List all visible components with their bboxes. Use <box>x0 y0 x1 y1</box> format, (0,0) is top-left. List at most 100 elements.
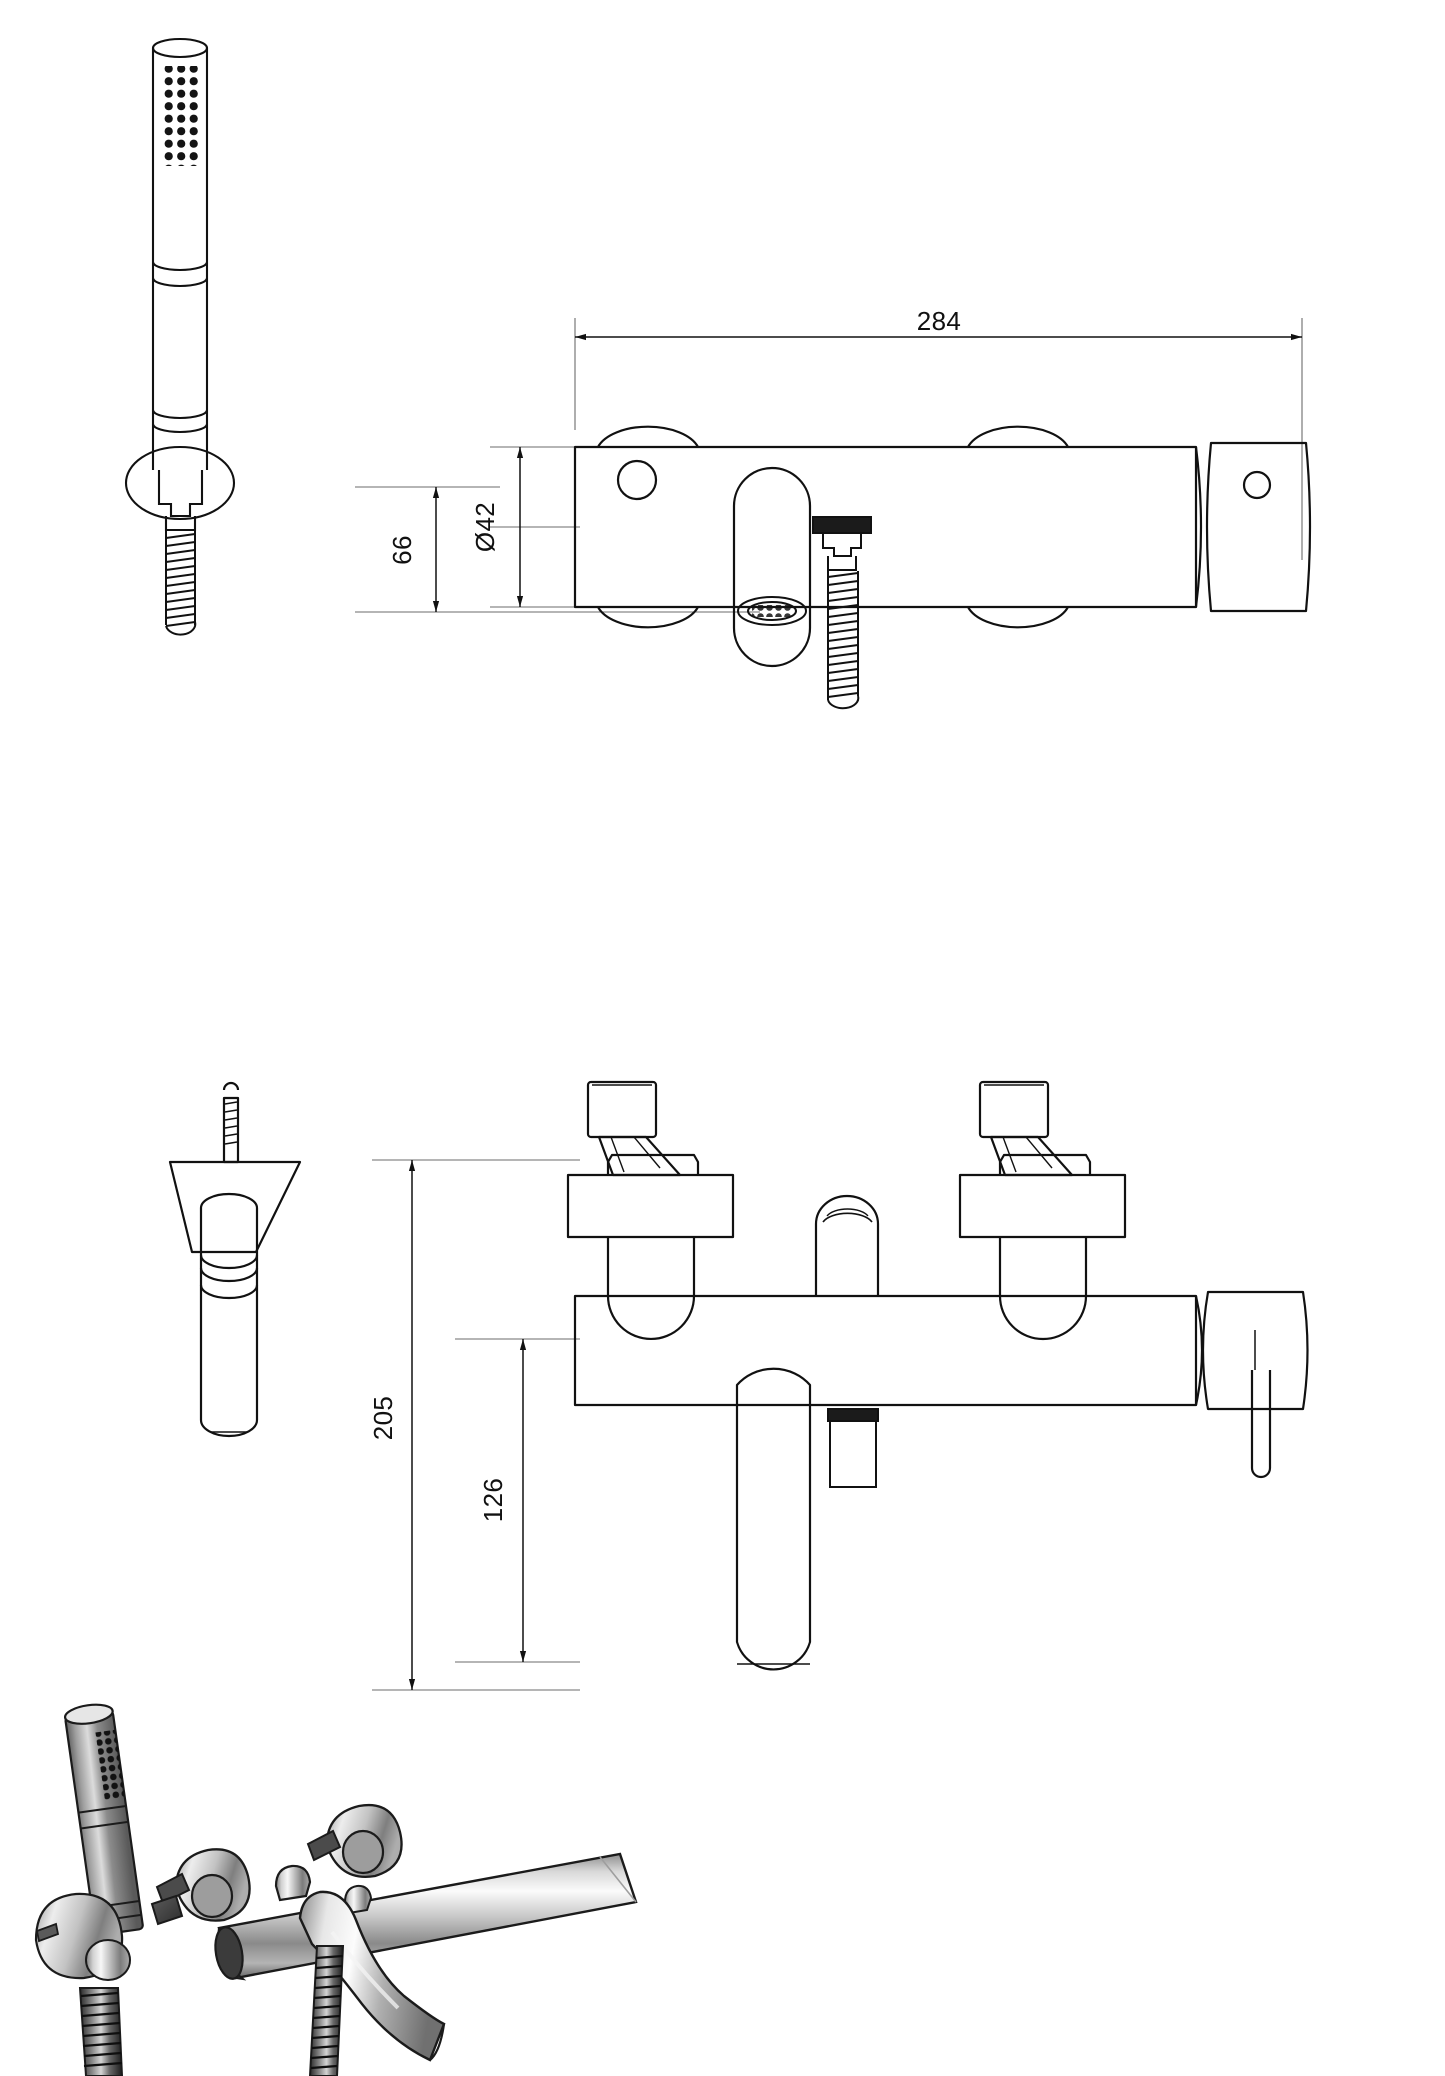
shower-spray-holes <box>161 66 199 166</box>
dimension-284: 284 <box>575 306 1302 341</box>
front-view-lever-right-edge1 <box>1002 1136 1017 1173</box>
shower-hose <box>165 531 197 636</box>
front-view-geometry <box>566 1080 1309 1671</box>
top-view-hose-neck <box>827 556 857 571</box>
render-spout-highlight <box>330 1930 400 2010</box>
top-view-hose-collar <box>822 534 862 557</box>
render-holder-collar <box>85 1939 131 1981</box>
render-diverter-knob <box>274 1864 312 1902</box>
front-view-cap-handle <box>1250 1370 1272 1479</box>
top-view-valve-right-upper <box>967 425 1069 448</box>
render-body-nub <box>343 1884 373 1915</box>
front-view-lever-left-edge2 <box>633 1136 661 1169</box>
render-hand-shower <box>34 1703 144 2076</box>
bracket-collar <box>157 470 204 518</box>
front-view-hose-stub <box>829 1420 877 1488</box>
front-view-lever-left-shank <box>597 1135 682 1177</box>
dim-126-label: 126 <box>478 1478 508 1523</box>
render-inlet-stub <box>150 1894 184 1926</box>
shower-head-seam-2 <box>151 277 209 288</box>
render-spout-tip <box>429 2023 446 2061</box>
dim-d42-label: Ø42 <box>470 502 500 552</box>
dim-284-label: 284 <box>917 306 962 336</box>
render-holder-screw <box>35 1922 60 1943</box>
top-view-dimension-lines <box>355 318 1303 613</box>
render-spout <box>298 1890 446 2062</box>
render-valve-right-ring <box>341 1829 385 1875</box>
bracket-neck <box>164 516 197 532</box>
bracket-escutcheon <box>124 445 236 521</box>
side-view-ring-2 <box>199 1267 259 1283</box>
front-view-diverter-cap-inner <box>826 1208 869 1217</box>
front-view-valve-right-stem <box>998 1237 1088 1341</box>
dim-66-label: 66 <box>387 535 417 565</box>
side-view-stub-coils <box>224 1101 238 1145</box>
render-body-highlight <box>599 1856 637 1903</box>
view-side-elevation <box>168 1081 302 1438</box>
front-view-valve-left-stem <box>606 1237 696 1341</box>
render-lever-left <box>155 1872 191 1905</box>
top-view-aerator-outer <box>737 596 807 626</box>
render-body-left-cap <box>214 1926 244 1980</box>
render-mixer-hose-coils <box>310 1954 344 2070</box>
front-view-dimension-lines <box>372 1159 580 1691</box>
render-mixer-hose <box>308 1945 345 2076</box>
top-view-cap-shoulder <box>1194 446 1203 608</box>
front-view-lever-left-head <box>586 1080 658 1139</box>
render-mixer-tap <box>150 1803 638 2076</box>
side-view-ring-1 <box>199 1254 259 1270</box>
shower-head-seam-4 <box>151 423 209 434</box>
dimension-d42: Ø42 <box>470 447 524 607</box>
front-view-spout-shoulder <box>735 1367 812 1405</box>
front-view-diverter-body <box>814 1194 880 1296</box>
render-hand-shower-hose <box>78 1987 124 2076</box>
front-view-lever-right-shank <box>989 1135 1074 1177</box>
top-view-diverter-button <box>616 459 658 501</box>
top-view-valve-right-lower <box>967 606 1069 629</box>
top-view-cap-hole <box>1242 470 1272 500</box>
top-view-geometry <box>573 425 1312 668</box>
shower-wall-bracket <box>124 445 236 532</box>
front-view-end-cap <box>1201 1290 1309 1411</box>
render-lever-right <box>306 1829 342 1862</box>
view-hand-shower-elevation <box>151 37 209 470</box>
front-view-spout-column <box>735 1405 812 1671</box>
top-view-hose-tip <box>827 695 860 710</box>
top-view-valve-left-lower <box>597 606 699 629</box>
top-view-hose-assembly <box>737 516 872 710</box>
side-view-ring-3 <box>199 1284 259 1300</box>
render-shower-seam-1 <box>78 1804 127 1814</box>
front-view-lever-left-edge1 <box>610 1136 625 1173</box>
top-view-hose-coils <box>827 572 859 698</box>
dimension-205: 205 <box>368 1160 416 1690</box>
front-view-valve-right-flange <box>958 1173 1127 1239</box>
top-view-valve-left-upper <box>597 425 699 448</box>
dim-205-label: 205 <box>368 1396 398 1441</box>
shower-head-top-ellipse <box>151 37 209 59</box>
top-view-end-cap <box>1205 441 1312 613</box>
front-view-knurled-nut <box>827 1408 879 1422</box>
render-shower-head-top <box>63 1703 114 1725</box>
front-view-hose-outlet <box>827 1404 879 1488</box>
shower-head-seam-1 <box>151 261 209 272</box>
front-view-lever-right-edge2 <box>1025 1136 1053 1169</box>
top-view-spout-lower <box>732 607 812 668</box>
side-view-body-bottom <box>199 1419 259 1438</box>
side-view-hose-stub <box>222 1096 240 1164</box>
side-view-wall-cone <box>168 1160 302 1254</box>
top-view-aerator-inner <box>747 601 797 621</box>
dimension-66: 66 <box>387 487 440 612</box>
top-view-body <box>573 445 1198 609</box>
render-shower-seam-2 <box>80 1820 129 1830</box>
front-view-valve-left-flange <box>566 1173 735 1239</box>
shower-head-seam-3 <box>151 409 209 420</box>
dimension-126: 126 <box>478 1339 527 1662</box>
side-view-body-top <box>199 1192 259 1209</box>
front-view-body <box>573 1294 1198 1407</box>
top-view-knurled-nut <box>812 516 872 534</box>
front-view-diverter-cap <box>822 1212 873 1223</box>
render-valve-left-ring <box>190 1873 234 1919</box>
top-view-spout-outline <box>732 466 812 607</box>
